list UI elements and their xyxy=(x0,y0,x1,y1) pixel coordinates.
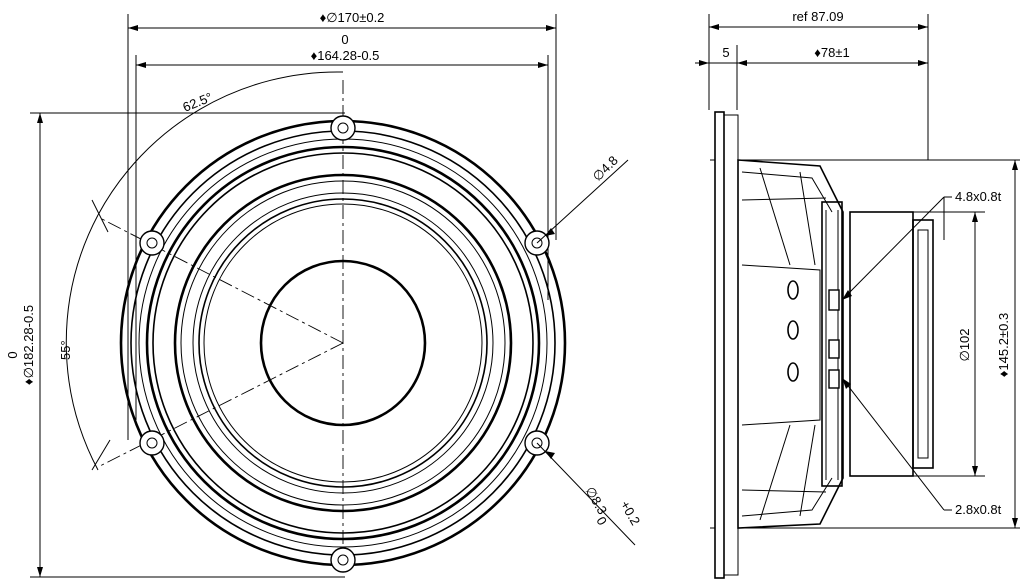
angle-dimensions: 62.5° 55° xyxy=(58,71,344,471)
dimension-ref-depth: ref 87.09 xyxy=(708,9,929,160)
mounting-hole-bottom xyxy=(330,547,356,573)
side-view: ref 87.09 5 ♦78±1 xyxy=(695,9,1020,579)
side-flange xyxy=(710,111,739,579)
hole-small-label: ∅4.8 xyxy=(590,153,621,184)
hole-callouts: ∅4.8 ∅8.3 +0.2 0 xyxy=(536,153,643,546)
depth-label: ♦78±1 xyxy=(814,45,849,60)
hole-large-tolerance-upper: +0.2 xyxy=(617,498,643,528)
dimension-flange-and-depth: 5 ♦78±1 xyxy=(695,45,928,110)
mounting-hole-upper-left xyxy=(139,230,165,256)
side-magnet xyxy=(849,211,985,477)
front-view: ♦∅170±0.2 0 ♦164.28-0.5 0 ♦∅182.28-0.5 xyxy=(5,10,643,578)
hole-large-label: ∅8.3 xyxy=(582,484,610,517)
flange-label: 5 xyxy=(722,45,729,60)
terminal-callouts: 4.8x0.8t 2.8x0.8t xyxy=(841,189,1002,517)
side-basket xyxy=(737,159,930,529)
angle-left-label: 55° xyxy=(58,340,73,360)
dimension-outer-diameter: ♦∅170±0.2 xyxy=(127,10,557,440)
vertical-tolerance-label: 0 xyxy=(5,351,20,358)
outer-diameter-label: ♦∅170±0.2 xyxy=(320,10,385,25)
hole-large-tolerance-lower: 0 xyxy=(593,514,610,528)
terminal-top-label: 4.8x0.8t xyxy=(955,189,1002,204)
dimension-basket: ♦145.2±0.3 xyxy=(928,159,1020,529)
mounting-hole-lower-left xyxy=(139,430,165,456)
magnet-diameter-label: ∅102 xyxy=(957,328,972,361)
dimension-vertical: 0 ♦∅182.28-0.5 xyxy=(5,112,345,578)
vertical-label: ♦∅182.28-0.5 xyxy=(21,305,36,385)
cutout-tolerance-label: 0 xyxy=(341,32,348,47)
dimension-magnet: ∅102 xyxy=(957,212,978,476)
terminal-bottom-label: 2.8x0.8t xyxy=(955,502,1002,517)
cutout-label: ♦164.28-0.5 xyxy=(311,48,380,63)
ref-depth-label: ref 87.09 xyxy=(792,9,843,24)
mounting-hole-top xyxy=(330,115,356,141)
basket-diameter-label: ♦145.2±0.3 xyxy=(996,313,1011,377)
